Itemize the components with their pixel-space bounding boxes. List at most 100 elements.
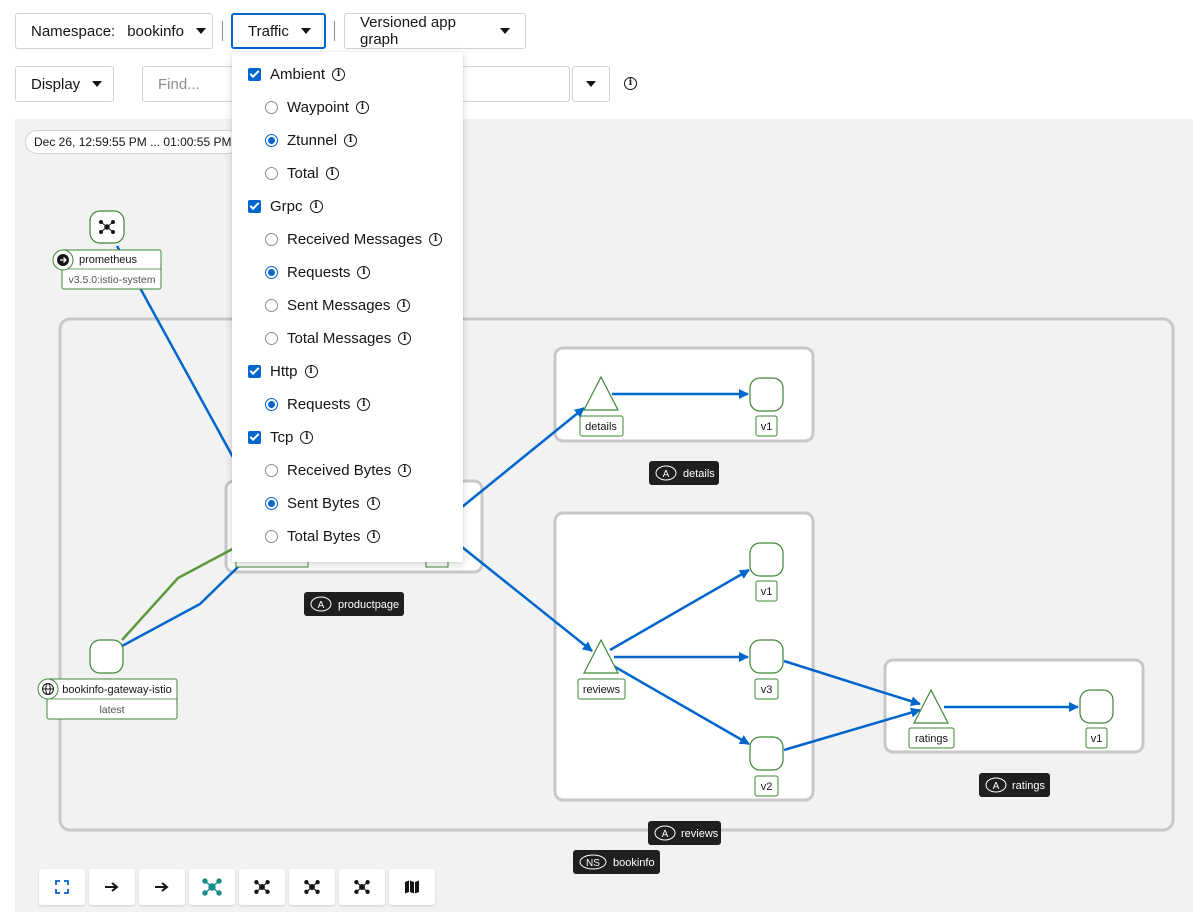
layout-button-3[interactable] — [189, 869, 235, 905]
tcp-total-radio-row[interactable]: Total Bytes i — [265, 528, 381, 545]
info-icon[interactable]: i — [344, 134, 358, 147]
ztunnel-radio[interactable] — [265, 134, 278, 147]
info-icon[interactable]: i — [332, 68, 346, 81]
grpc-total-radio[interactable] — [265, 332, 278, 345]
layout-button-6[interactable] — [339, 869, 385, 905]
tcp-sent-radio[interactable] — [265, 497, 278, 510]
info-icon[interactable]: i — [325, 167, 339, 180]
gateway-node[interactable]: bookinfo-gateway-istio latest — [37, 639, 178, 720]
legend-button[interactable] — [389, 869, 435, 905]
prometheus-version: v3.5.0:istio-system — [69, 274, 156, 286]
edge-productpage-reviews[interactable] — [461, 546, 593, 652]
productpage-app-label[interactable]: A productpage — [304, 592, 404, 616]
info-icon[interactable]: i — [398, 464, 412, 477]
ratings-v1-node[interactable]: v1 — [1079, 689, 1114, 749]
http-requests-label: Requests — [287, 396, 351, 413]
grpc-received-radio[interactable] — [265, 233, 278, 246]
tcp-total-radio[interactable] — [265, 530, 278, 543]
chevron-down-icon — [586, 81, 596, 87]
reviews-v2-node[interactable]: v2 — [749, 736, 784, 797]
waypoint-radio-row[interactable]: Waypoint i — [265, 99, 369, 116]
grpc-label: Grpc — [270, 198, 303, 215]
waypoint-radio[interactable] — [265, 101, 278, 114]
layout-button-2[interactable] — [139, 869, 185, 905]
layout-button-1[interactable] — [89, 869, 135, 905]
ambient-checkbox[interactable] — [248, 68, 261, 81]
tcp-label: Tcp — [270, 429, 294, 446]
info-icon[interactable]: i — [355, 101, 369, 114]
ambient-label: Ambient — [270, 66, 326, 83]
http-requests-radio-row[interactable]: Requests i — [265, 396, 371, 413]
time-range-text: Dec 26, 12:59:55 PM ... 01:00:55 PM — [34, 135, 232, 149]
http-checkbox[interactable] — [248, 365, 261, 378]
tcp-checkbox-row[interactable]: Tcp i — [248, 429, 314, 446]
details-v1-node[interactable]: v1 — [749, 377, 784, 437]
http-checkbox-row[interactable]: Http i — [248, 363, 318, 380]
ambient-total-radio-row[interactable]: Total i — [265, 165, 339, 182]
edge-reviews-v1[interactable] — [609, 568, 750, 652]
grpc-sent-radio[interactable] — [265, 299, 278, 312]
info-icon[interactable]: i — [300, 431, 314, 444]
ambient-checkbox-row[interactable]: Ambient i — [248, 66, 346, 83]
tcp-received-radio-row[interactable]: Received Bytes i — [265, 462, 412, 479]
grpc-total-radio-row[interactable]: Total Messages i — [265, 330, 412, 347]
prometheus-node[interactable]: prometheus v3.5.0:istio-system — [52, 210, 162, 290]
details-service-node[interactable]: details — [579, 375, 624, 437]
chevron-down-icon — [300, 28, 311, 34]
ztunnel-radio-row[interactable]: Ztunnel i — [265, 132, 358, 149]
namespace-dropdown[interactable]: Namespace: bookinfo — [15, 13, 213, 49]
info-icon[interactable]: i — [398, 332, 412, 345]
info-icon[interactable]: i — [357, 398, 371, 411]
edge-v3-ratings[interactable] — [783, 659, 921, 707]
info-icon[interactable]: i — [624, 77, 637, 90]
info-icon[interactable]: i — [366, 497, 380, 510]
ratings-app-label[interactable]: A ratings — [979, 773, 1050, 797]
info-icon[interactable]: i — [357, 266, 371, 279]
reviews-service-node[interactable]: reviews — [577, 638, 626, 700]
grpc-received-radio-row[interactable]: Received Messages i — [265, 231, 443, 248]
find-options-button[interactable] — [572, 66, 610, 102]
ambient-total-radio[interactable] — [265, 167, 278, 180]
info-icon[interactable]: i — [309, 200, 323, 213]
display-dropdown[interactable]: Display — [15, 66, 114, 102]
ratings-app-name: ratings — [1012, 780, 1046, 792]
info-icon[interactable]: i — [429, 233, 443, 246]
ratings-v1-label: v1 — [1091, 733, 1103, 745]
edge-reviews-v2[interactable] — [609, 662, 750, 746]
tcp-received-radio[interactable] — [265, 464, 278, 477]
grpc-total-label: Total Messages — [287, 330, 392, 347]
details-service-label: details — [585, 421, 617, 433]
namespace-label[interactable]: NS bookinfo — [573, 850, 660, 874]
edge-v2-ratings[interactable] — [783, 707, 921, 752]
tcp-checkbox[interactable] — [248, 431, 261, 444]
reviews-app-label[interactable]: A reviews — [648, 821, 721, 845]
reviews-v3-node[interactable]: v3 — [749, 639, 784, 700]
traffic-dropdown[interactable]: Traffic — [231, 13, 326, 49]
info-icon[interactable]: i — [397, 299, 411, 312]
layout-button-5[interactable] — [289, 869, 335, 905]
info-icon[interactable]: i — [367, 530, 381, 543]
tcp-total-label: Total Bytes — [287, 528, 361, 545]
layout-button-4[interactable] — [239, 869, 285, 905]
edge-gateway-http[interactable] — [121, 564, 241, 648]
grpc-sent-radio-row[interactable]: Sent Messages i — [265, 297, 411, 314]
tcp-sent-radio-row[interactable]: Sent Bytes i — [265, 495, 380, 512]
toolbar-divider — [222, 21, 223, 41]
grpc-requests-radio[interactable] — [265, 266, 278, 279]
http-requests-radio[interactable] — [265, 398, 278, 411]
ratings-service-label: ratings — [915, 733, 949, 745]
edge-productpage-details[interactable] — [461, 407, 585, 508]
grpc-requests-radio-row[interactable]: Requests i — [265, 264, 371, 281]
reviews-v1-node[interactable]: v1 — [749, 542, 784, 602]
chevron-down-icon — [195, 28, 206, 34]
info-icon[interactable]: i — [304, 365, 318, 378]
grpc-checkbox[interactable] — [248, 200, 261, 213]
reviews-app-name: reviews — [681, 828, 719, 840]
graph-type-dropdown[interactable]: Versioned app graph — [344, 13, 526, 49]
grpc-checkbox-row[interactable]: Grpc i — [248, 198, 323, 215]
zoom-to-fit-button[interactable] — [39, 869, 85, 905]
ratings-service-node[interactable]: ratings — [908, 688, 955, 749]
edge-gateway-tcp[interactable] — [121, 543, 241, 641]
globe-icon — [42, 683, 54, 695]
details-app-label[interactable]: A details — [649, 461, 719, 485]
